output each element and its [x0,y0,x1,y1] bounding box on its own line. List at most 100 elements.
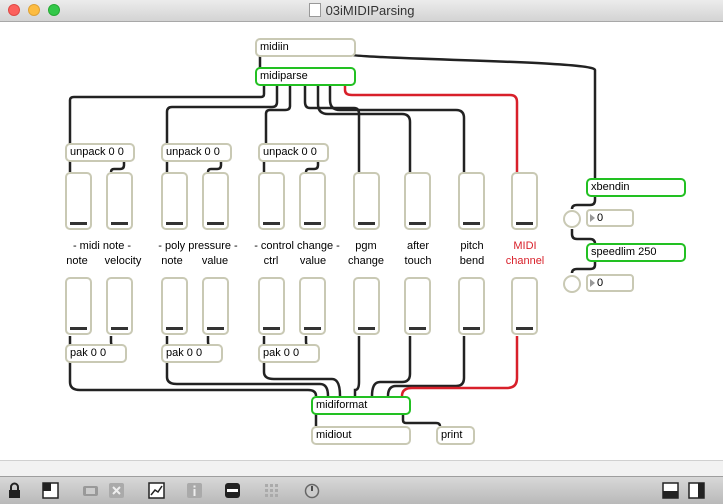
toggle-button[interactable] [563,275,581,293]
bottom-toolbar [0,476,723,504]
poly-note-slider[interactable] [161,172,188,230]
number-box[interactable]: 0 [586,209,634,227]
presentation-icon[interactable] [42,482,59,499]
midi-label: MIDI [513,240,537,252]
split-view-icon[interactable] [662,482,679,499]
control-change-label: - control change - [254,240,340,252]
pak-object-control[interactable]: pak 0 0 [258,344,320,363]
pgm-label: pgm [355,240,377,252]
midi-note-label: - midi note - [72,240,132,252]
window-title: 03iMIDIParsing [325,3,415,18]
ctrl-slider[interactable] [258,172,285,230]
midi-channel-slider[interactable] [511,172,538,230]
out-midi-channel-slider[interactable] [511,277,538,335]
pgm-change-label: change [347,255,385,267]
pak-object-poly[interactable]: pak 0 0 [161,344,223,363]
speedlim-object[interactable]: speedlim 250 [586,243,686,262]
title-bar: 03iMIDIParsing [0,0,723,22]
out-pitch-bend-slider[interactable] [458,277,485,335]
midiparse-object[interactable]: midiparse [255,67,356,86]
slider-knob [304,327,321,330]
patcher-icon[interactable] [82,482,99,499]
pitch-label: pitch [460,240,484,252]
patch-cables [68,51,597,427]
slider-knob [207,222,224,225]
xbendin-object[interactable]: xbendin [586,178,686,197]
close-window-button[interactable] [8,4,20,16]
slider-knob [463,222,480,225]
out-pgm-change-slider[interactable] [353,277,380,335]
out-ctrl-value-slider[interactable] [299,277,326,335]
out-poly-note-slider[interactable] [161,277,188,335]
minimize-window-button[interactable] [28,4,40,16]
slider-knob [111,222,128,225]
ctrl-value-label: value [299,255,327,267]
pitch-bend-slider[interactable] [458,172,485,230]
slider-knob [70,222,87,225]
slider-knob [263,222,280,225]
number-arrow-icon [590,214,595,222]
print-object[interactable]: print [436,426,475,445]
slider-knob [166,327,183,330]
window-icon[interactable] [688,482,705,499]
number-arrow-icon [590,279,595,287]
unpack-object-note[interactable]: unpack 0 0 [65,143,135,162]
pak-object-note[interactable]: pak 0 0 [65,344,127,363]
out-ctrl-slider[interactable] [258,277,285,335]
info-icon[interactable] [186,482,203,499]
slider-knob [263,327,280,330]
slider-knob [304,222,321,225]
grid-icon[interactable] [263,482,280,499]
slider-knob [516,327,533,330]
inspector-icon[interactable] [148,482,165,499]
document-icon [308,3,321,17]
slider-knob [516,222,533,225]
slider-knob [409,327,426,330]
out-aftertouch-slider[interactable] [404,277,431,335]
bend-label: bend [459,255,485,267]
slider-knob [409,222,426,225]
slider-knob [70,327,87,330]
zoom-window-button[interactable] [48,4,60,16]
number-value: 0 [597,277,604,289]
touch-label: touch [404,255,432,267]
pgm-change-slider[interactable] [353,172,380,230]
unpack-object-control[interactable]: unpack 0 0 [258,143,329,162]
aftertouch-slider[interactable] [404,172,431,230]
ctrl-value-slider[interactable] [299,172,326,230]
close-icon[interactable] [108,482,125,499]
ctrl-label: ctrl [263,255,279,267]
lock-icon[interactable] [6,482,23,499]
slider-knob [111,327,128,330]
horizontal-scrollbar[interactable] [0,460,723,477]
toggle-button[interactable] [563,210,581,228]
after-label: after [406,240,429,252]
object-icon[interactable] [224,482,241,499]
velocity-slider[interactable] [106,172,133,230]
number-value: 0 [597,212,604,224]
patcher-canvas[interactable]: midiin midiparse unpack 0 0 unpack 0 0 u… [0,22,723,460]
slider-knob [463,327,480,330]
note-slider[interactable] [65,172,92,230]
number-box[interactable]: 0 [586,274,634,292]
poly-value-label: value [201,255,229,267]
poly-value-slider[interactable] [202,172,229,230]
note-label: note [66,255,88,267]
out-poly-value-slider[interactable] [202,277,229,335]
midiformat-object[interactable]: midiformat [311,396,411,415]
channel-label: channel [505,255,545,267]
out-velocity-slider[interactable] [106,277,133,335]
midiin-object[interactable]: midiin [255,38,356,57]
slider-knob [166,222,183,225]
out-note-slider[interactable] [65,277,92,335]
velocity-label: velocity [104,255,142,267]
window-title-wrap: 03iMIDIParsing [0,3,723,18]
unpack-object-poly[interactable]: unpack 0 0 [161,143,232,162]
slider-knob [358,327,375,330]
debug-icon[interactable] [303,482,320,499]
slider-knob [358,222,375,225]
slider-knob [207,327,224,330]
midiout-object[interactable]: midiout [311,426,411,445]
poly-note-label: note [161,255,183,267]
poly-pressure-label: - poly pressure - [158,240,238,252]
